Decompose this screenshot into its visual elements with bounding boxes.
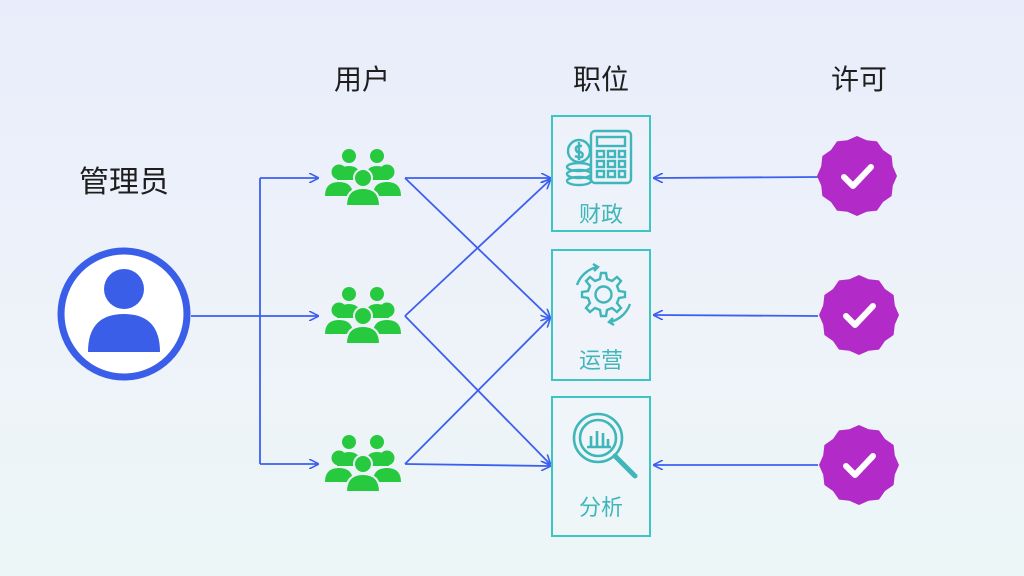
admin-connectors bbox=[191, 178, 318, 464]
role-box-analytics: 分析 bbox=[551, 396, 651, 537]
role-label-finance: 财政 bbox=[578, 203, 623, 228]
admin-label: 管理员 bbox=[79, 165, 169, 200]
role-box-operations: 运营 bbox=[551, 249, 651, 381]
operations-gear-icon bbox=[575, 262, 632, 327]
roles-column-header: 职位 bbox=[572, 63, 630, 96]
user-group-icon bbox=[324, 434, 402, 493]
role-label-analytics: 分析 bbox=[578, 496, 623, 521]
role-label-operations: 运营 bbox=[578, 349, 623, 374]
user-group-icon bbox=[324, 286, 402, 345]
admin-avatar-icon bbox=[57, 247, 191, 381]
permissions-column-header: 许可 bbox=[830, 63, 888, 96]
users-column-header: 用户 bbox=[333, 63, 391, 96]
check-badge-icon bbox=[819, 425, 899, 505]
check-badge-icon bbox=[817, 136, 897, 216]
permission-role-arrows bbox=[654, 177, 819, 465]
role-box-finance: 财政 bbox=[551, 115, 651, 232]
analytics-magnifier-icon bbox=[572, 412, 638, 479]
check-badge-icon bbox=[819, 275, 899, 355]
finance-calculator-icon bbox=[565, 129, 633, 187]
user-role-arrows bbox=[404, 178, 550, 466]
user-group-icon bbox=[324, 148, 402, 207]
